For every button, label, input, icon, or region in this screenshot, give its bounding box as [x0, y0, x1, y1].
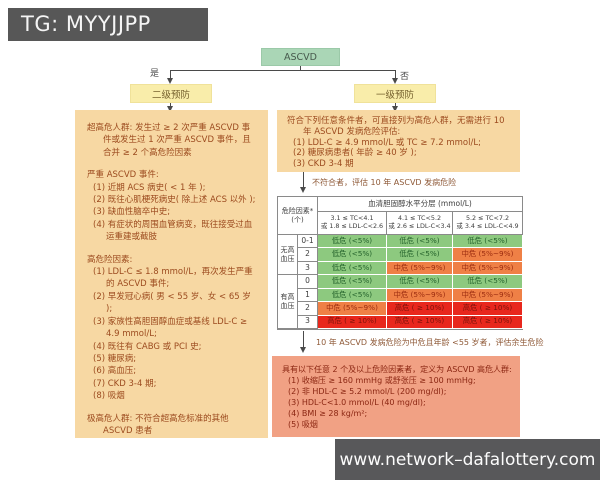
text-line: (2) 糖尿病患者( 年龄 ≥ 40 岁 ); — [293, 148, 417, 159]
risk-cell-low: 低危 (<5%) — [318, 275, 387, 289]
text-line: (1) LDL-C ≤ 1.8 mmol/L，再次发生严重的 ASCVD 事件; — [93, 267, 253, 290]
text-line: (3) HDL-C<1.0 mmol/L (40 mg/dl); — [288, 398, 426, 407]
text-line: 高危险因素: — [87, 254, 133, 265]
arrow-down-icon — [300, 187, 306, 193]
risk-cell-high: 高危 ( ≥ 10%) — [387, 302, 453, 316]
arrow-down-icon — [167, 78, 173, 84]
risk-cell-low: 低危 (<5%) — [453, 235, 523, 249]
text-line — [87, 403, 258, 413]
text-line: (1) 收缩压 ≥ 160 mmHg 或舒张压 ≥ 100 mmHg; — [288, 376, 476, 385]
risk-cell-low: 低危 (<5%) — [387, 248, 453, 262]
text-line: (2) 非 HDL-C ≥ 5.2 mmol/L (200 mg/dl); — [288, 387, 447, 396]
connector-line — [303, 172, 304, 188]
high-risk-definition-box: 具有以下任意 2 个及以上危险因素者，定义为 ASCVD 高危人群: (1) 收缩… — [272, 356, 520, 437]
table-count-cell: 3 — [298, 261, 318, 276]
text-line: 极高危人群: 不符合超高危标准的其他 ASCVD 患者 — [87, 413, 229, 436]
text-line: (1) LDL-C ≥ 4.9 mmol/L 或 TC ≥ 7.2 mmol/L… — [293, 137, 481, 148]
node-secondary-prevention: 二级预防 — [130, 84, 212, 103]
connector-line — [170, 70, 171, 79]
text-line: (4) BMI ≥ 28 kg/m²; — [288, 409, 368, 418]
connector-line — [170, 70, 396, 71]
risk-cell-low: 低危 (<5%) — [318, 288, 387, 303]
risk-cell-mid: 中危 (5%~9%) — [453, 261, 523, 276]
connector-line — [170, 103, 171, 108]
text-line: 符合下列任意条件者，可直接列为高危人群，无需进行 10 年 ASCVD 发病危险… — [287, 116, 505, 137]
risk-cell-mid: 中危 (5%~9%) — [387, 288, 453, 303]
connector-label-lifetime: 10 年 ASCVD 发病危险为中危且年龄 <55 岁者，评估余生危险 — [316, 338, 544, 347]
connector-line — [395, 103, 396, 108]
ultra-high-risk-criteria-box: 超高危人群: 发生过 ≥ 2 次严重 ASCVD 事件或发生过 1 次严重 AS… — [75, 110, 268, 438]
table-count-cell: 1 — [298, 288, 318, 303]
connector-label-assess: 不符合者，评估 10 年 ASCVD 发病危险 — [312, 178, 457, 187]
risk-cell-low: 低危 (<5%) — [453, 275, 523, 289]
text-line: 超高危人群: 发生过 ≥ 2 次严重 ASCVD 事件或发生过 1 次严重 AS… — [87, 123, 251, 158]
text-line: (3) 缺血性脑卒中史; — [93, 207, 171, 218]
risk-cell-low: 低危 (<5%) — [318, 261, 387, 276]
branch-label-no: 否 — [400, 72, 410, 82]
text-line: 严重 ASCVD 事件: — [87, 170, 159, 181]
text-line: (1) 近期 ACS 病史( < 1 年 ); — [93, 182, 206, 193]
text-line: (8) 吸烟 — [93, 391, 125, 402]
risk-cell-low: 低危 (<5%) — [387, 275, 453, 289]
text-line: (2) 既往心肌梗死病史( 除上述 ACS 以外 ); — [93, 195, 256, 206]
node-ascvd: ASCVD — [261, 48, 340, 66]
text-line: (2) 早发冠心病( 男 < 55 岁、女 < 65 岁 ); — [93, 291, 251, 315]
risk-cell-mid: 中危 (5%~9%) — [453, 248, 523, 262]
risk-cell-low: 低危 (<5%) — [318, 235, 387, 249]
risk-cell-high: 高危 ( ≥ 10%) — [387, 315, 453, 329]
watermark-tag: TG: MYYJJPP — [8, 8, 208, 41]
text-line: (7) CKD 3-4 期; — [93, 378, 157, 389]
text-line: (4) 有症状的周围血管病变，既往接受过血运重建或截肢 — [93, 219, 253, 243]
risk-cell-mid: 中危 (5%~9%) — [387, 261, 453, 276]
table-count-cell: 2 — [298, 248, 318, 262]
table-count-cell: 2 — [298, 302, 318, 316]
connector-line — [395, 70, 396, 79]
risk-cell-low: 低危 (<5%) — [387, 235, 453, 249]
text-line: (3) CKD 3-4 期 — [293, 159, 354, 170]
arrow-down-icon — [167, 106, 173, 112]
table-row-group-label: 无高血压 — [278, 235, 298, 276]
table-count-cell: 0 — [298, 275, 318, 289]
risk-cell-mid: 中危 (5%~9%) — [453, 288, 523, 303]
table-corner-header: 危险因素*(个) — [278, 197, 318, 235]
text-line: (5) 吸烟 — [288, 420, 318, 429]
risk-cell-high: 高危 ( ≥ 10%) — [453, 302, 523, 316]
risk-cell-high: 高危 ( ≥ 10%) — [453, 315, 523, 329]
connector-line — [300, 66, 301, 71]
arrow-down-icon — [300, 347, 306, 353]
text-line — [87, 244, 258, 254]
arrow-down-icon — [392, 78, 398, 84]
text-line — [87, 159, 258, 169]
text-line: 具有以下任意 2 个及以上危险因素者，定义为 ASCVD 高危人群: — [282, 365, 512, 374]
text-line: (5) 糖尿病; — [93, 353, 137, 364]
text-line: (3) 家族性高胆固醇血症或基线 LDL-C ≥ 4.9 mmol/L; — [93, 316, 248, 340]
node-primary-prevention: 一级预防 — [354, 84, 436, 103]
branch-label-yes: 是 — [150, 69, 160, 79]
table-count-cell: 0-1 — [298, 235, 318, 249]
table-count-cell: 3 — [298, 315, 318, 329]
risk-cell-mid: 中危 (5%~9%) — [318, 302, 387, 316]
connector-line — [303, 331, 304, 348]
table-row-group-label: 有高血压 — [278, 275, 298, 329]
watermark-site: www.network–dafalottery.com — [335, 439, 600, 480]
text-line: (4) 既往有 CABG 或 PCI 史; — [93, 341, 202, 352]
text-line: (6) 高血压; — [93, 366, 137, 377]
table-group-header: 血清胆固醇水平分层 (mmol/L) — [318, 197, 523, 212]
direct-high-risk-criteria-box: 符合下列任意条件者，可直接列为高危人群，无需进行 10 年 ASCVD 发病危险… — [277, 110, 520, 172]
risk-cell-high: 高危 ( ≥ 10%) — [318, 315, 387, 329]
arrow-down-icon — [392, 106, 398, 112]
risk-cell-low: 低危 (<5%) — [318, 248, 387, 262]
